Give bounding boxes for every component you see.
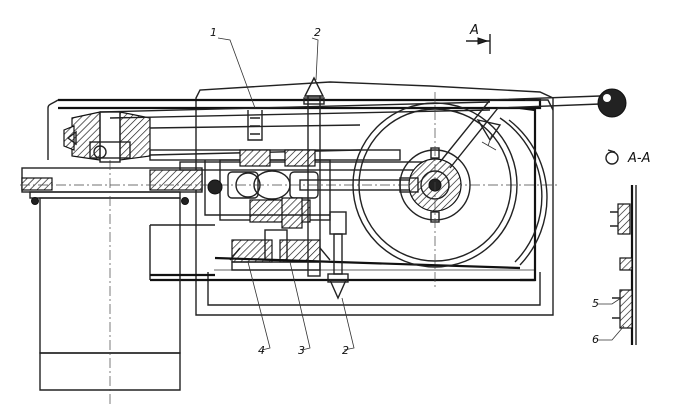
section-title-label: А-А <box>627 151 650 166</box>
callout-5: 5 <box>592 297 599 310</box>
callout-4: 4 <box>258 344 265 357</box>
lower-bearing <box>150 229 521 277</box>
motor <box>39 160 181 405</box>
vertical-shaft <box>303 76 349 300</box>
callout-1: 1 <box>210 26 217 39</box>
base-plate <box>21 167 203 205</box>
spring-clip <box>247 110 263 141</box>
lever-handle <box>439 88 627 169</box>
section-mark-label: A <box>469 23 479 38</box>
callout-2-top: 2 <box>314 26 321 39</box>
flywheel <box>352 92 548 290</box>
callout-3: 3 <box>298 344 305 357</box>
belt <box>99 101 491 156</box>
section-arrow <box>466 34 491 54</box>
section-detail <box>605 149 637 345</box>
motor-pulley <box>63 111 151 163</box>
callout-6: 6 <box>592 333 599 346</box>
central-mechanism <box>204 149 331 229</box>
callout-2-bottom: 2 <box>342 344 349 357</box>
leader-lines <box>217 37 625 351</box>
